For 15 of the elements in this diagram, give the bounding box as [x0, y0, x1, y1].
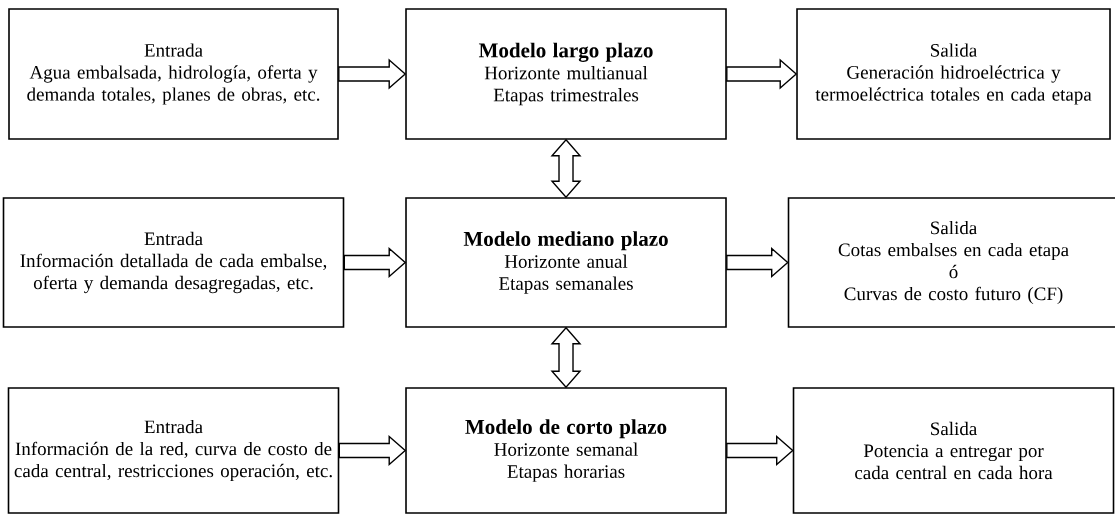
block-arrow — [338, 434, 407, 467]
model-box: Modelo mediano plazo Horizonte anual Etapas semanales — [405, 197, 727, 328]
model-box: Modelo de corto plazo Horizonte semanal Etapas horarias — [405, 387, 727, 514]
block-arrow — [338, 58, 407, 90]
output-box: Salida Potencia a entregar por cada central en cada hora — [792, 387, 1115, 514]
output-box: Salida Cotas embalses en cada etapa ó Curvas de costo futuro (CF) — [787, 197, 1115, 328]
output-box: Salida Generación hidroeléctrica y termoeléctrica totales en cada etapa — [796, 8, 1111, 140]
model-box: Modelo largo plazo Horizonte multianual Etapas trimestrales — [405, 8, 727, 140]
input-box: Entrada Información detallada de cada embalse, oferta y demanda desagregadas, etc. — [2, 197, 345, 328]
block-arrow — [343, 246, 407, 279]
block-arrow — [726, 58, 798, 90]
input-box: Entrada Agua embalsada, hidrología, oferta y demanda totales, planes de obras, etc. — [8, 8, 339, 140]
block-arrow — [726, 246, 789, 279]
block-arrow — [726, 434, 794, 467]
input-box: Entrada Información de la red, curva de costo de cada central, restricciones operación, etc. — [7, 387, 340, 514]
